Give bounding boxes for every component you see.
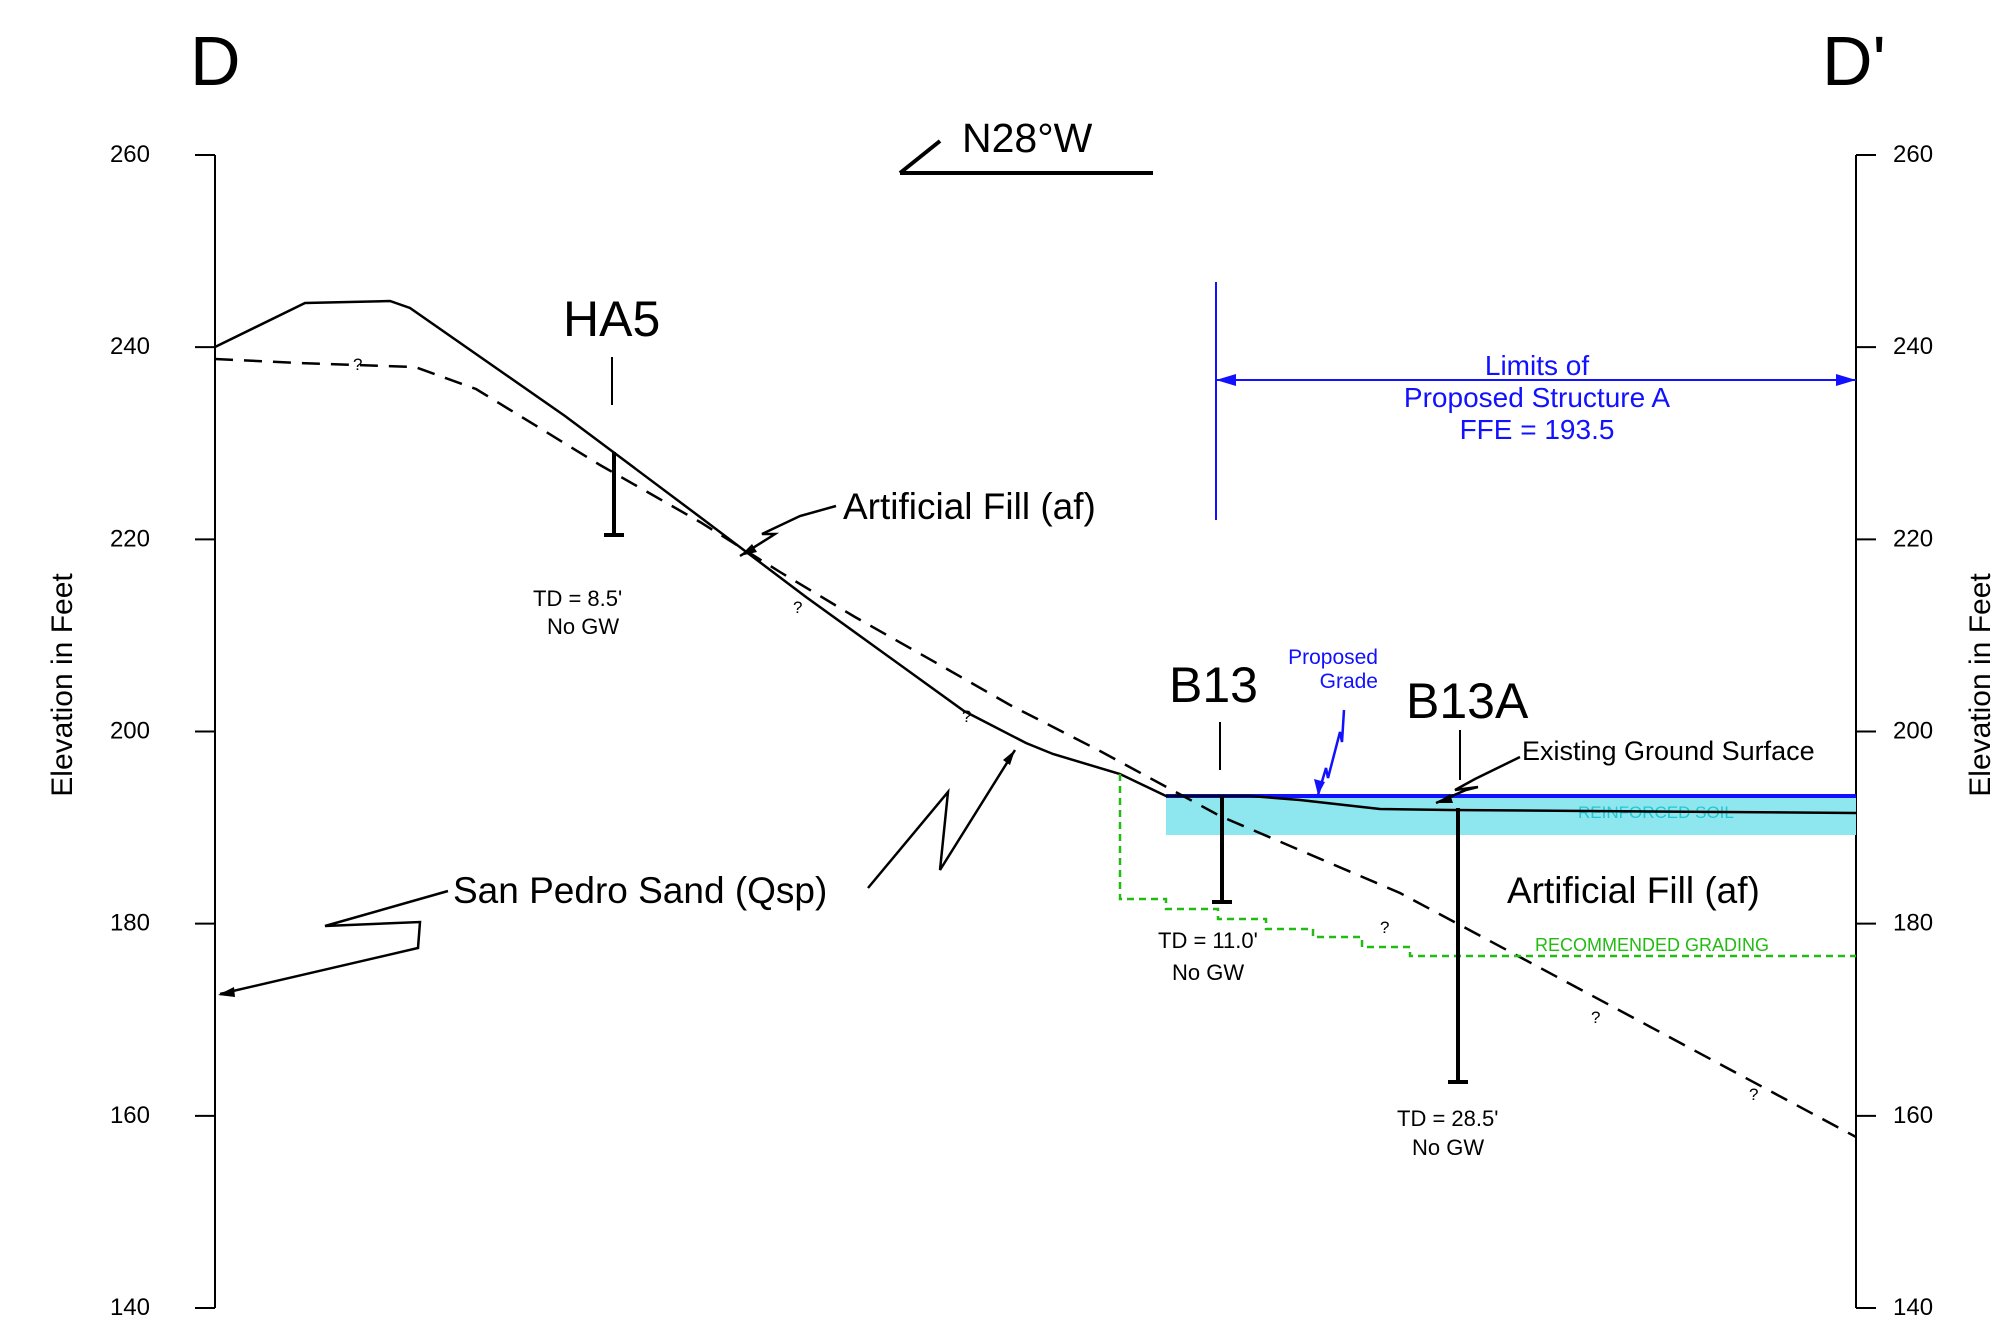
section-start-label: D — [190, 22, 241, 100]
proposed-grade-arrowhead-icon — [1314, 779, 1325, 795]
structure-limits-name: Proposed Structure A — [1404, 382, 1670, 413]
recommended-grading-line — [1118, 774, 1856, 958]
contact-query-mark-5: ? — [1591, 1008, 1600, 1027]
right-tick-label: 260 — [1893, 141, 1933, 168]
san-pedro-sand-label: San Pedro Sand (Qsp) — [453, 870, 827, 911]
left-tick-label: 140 — [110, 1294, 150, 1321]
right-tick-label: 240 — [1893, 333, 1933, 360]
structure-limits-title: Limits of — [1485, 350, 1589, 381]
boring-b13a-groundwater: No GW — [1412, 1135, 1484, 1160]
right-tick-label: 140 — [1893, 1294, 1933, 1321]
boring-b13a-label: B13A — [1406, 673, 1529, 729]
right-tick-label: 160 — [1893, 1102, 1933, 1129]
existing-ground-surface-arrowhead-icon — [1436, 794, 1453, 803]
right-tick-label: 220 — [1893, 525, 1933, 552]
boring-ha5: HA5 TD = 8.5' No GW — [533, 291, 660, 639]
existing-ground-surface-leader — [1435, 755, 1521, 805]
contact-query-mark-6: ? — [1749, 1085, 1758, 1104]
boring-b13-groundwater: No GW — [1172, 960, 1244, 985]
artificial-fill-leader — [739, 504, 837, 558]
boring-ha5-label: HA5 — [563, 291, 660, 347]
section-bearing: N28°W — [962, 115, 1093, 161]
san-pedro-sand-arrowhead-right-icon — [1003, 750, 1015, 765]
axis-label-right: Elevation in Feet — [1964, 573, 1997, 797]
proposed-grade-label-1: Proposed — [1288, 646, 1378, 669]
boring-ha5-groundwater: No GW — [547, 614, 619, 639]
contact-query-mark-4: ? — [1380, 918, 1389, 937]
existing-ground-surface-label: Existing Ground Surface — [1522, 736, 1815, 766]
boring-b13-label: B13 — [1169, 657, 1258, 713]
left-tick-label: 220 — [110, 525, 150, 552]
left-tick-label: 240 — [110, 333, 150, 360]
structure-limits-marker — [1215, 282, 1856, 520]
contact-query-mark-2: ? — [793, 598, 802, 617]
contact-af-qsp-line — [214, 357, 1857, 1139]
proposed-grade-leader — [1316, 709, 1346, 796]
boring-b13: B13 TD = 11.0' No GW — [1158, 657, 1258, 985]
left-tick-label: 200 — [110, 718, 150, 745]
boring-ha5-total-depth: TD = 8.5' — [533, 586, 622, 611]
left-tick-label: 180 — [110, 910, 150, 937]
boring-b13-total-depth: TD = 11.0' — [1158, 928, 1258, 953]
right-tick-label: 180 — [1893, 910, 1933, 937]
contact-query-mark-3: ? — [962, 707, 971, 726]
axis-label-left: Elevation in Feet — [46, 573, 79, 797]
elevation-axes: 260 240 220 200 180 160 140 260 240 220 200 180 160 1… — [110, 141, 1933, 1321]
proposed-grade-label-2: Grade — [1320, 670, 1378, 693]
existing-ground-surface-line — [214, 299, 1857, 815]
north-arrow-icon — [898, 139, 1153, 175]
boring-b13a-total-depth: TD = 28.5' — [1397, 1106, 1498, 1131]
left-tick-label: 160 — [110, 1102, 150, 1129]
right-tick-label: 200 — [1893, 718, 1933, 745]
san-pedro-sand-arrowhead-left-icon — [218, 987, 235, 997]
boring-b13a: B13A TD = 28.5' No GW — [1397, 673, 1529, 1160]
left-tick-label: 260 — [110, 141, 150, 168]
artificial-fill-label-upper: Artificial Fill (af) — [843, 486, 1096, 527]
structure-limits-ffe: FFE = 193.5 — [1460, 414, 1615, 445]
recommended-grading-label: RECOMMENDED GRADING — [1535, 935, 1769, 955]
san-pedro-sand-leader-right — [867, 749, 1017, 889]
reinforced-soil-zone — [1166, 795, 1856, 835]
san-pedro-sand-leader-left — [219, 889, 449, 996]
artificial-fill-arrowhead-icon — [740, 544, 757, 556]
contact-query-mark-1: ? — [353, 355, 362, 374]
artificial-fill-label-lower: Artificial Fill (af) — [1507, 870, 1760, 911]
section-end-label: D' — [1822, 22, 1886, 100]
